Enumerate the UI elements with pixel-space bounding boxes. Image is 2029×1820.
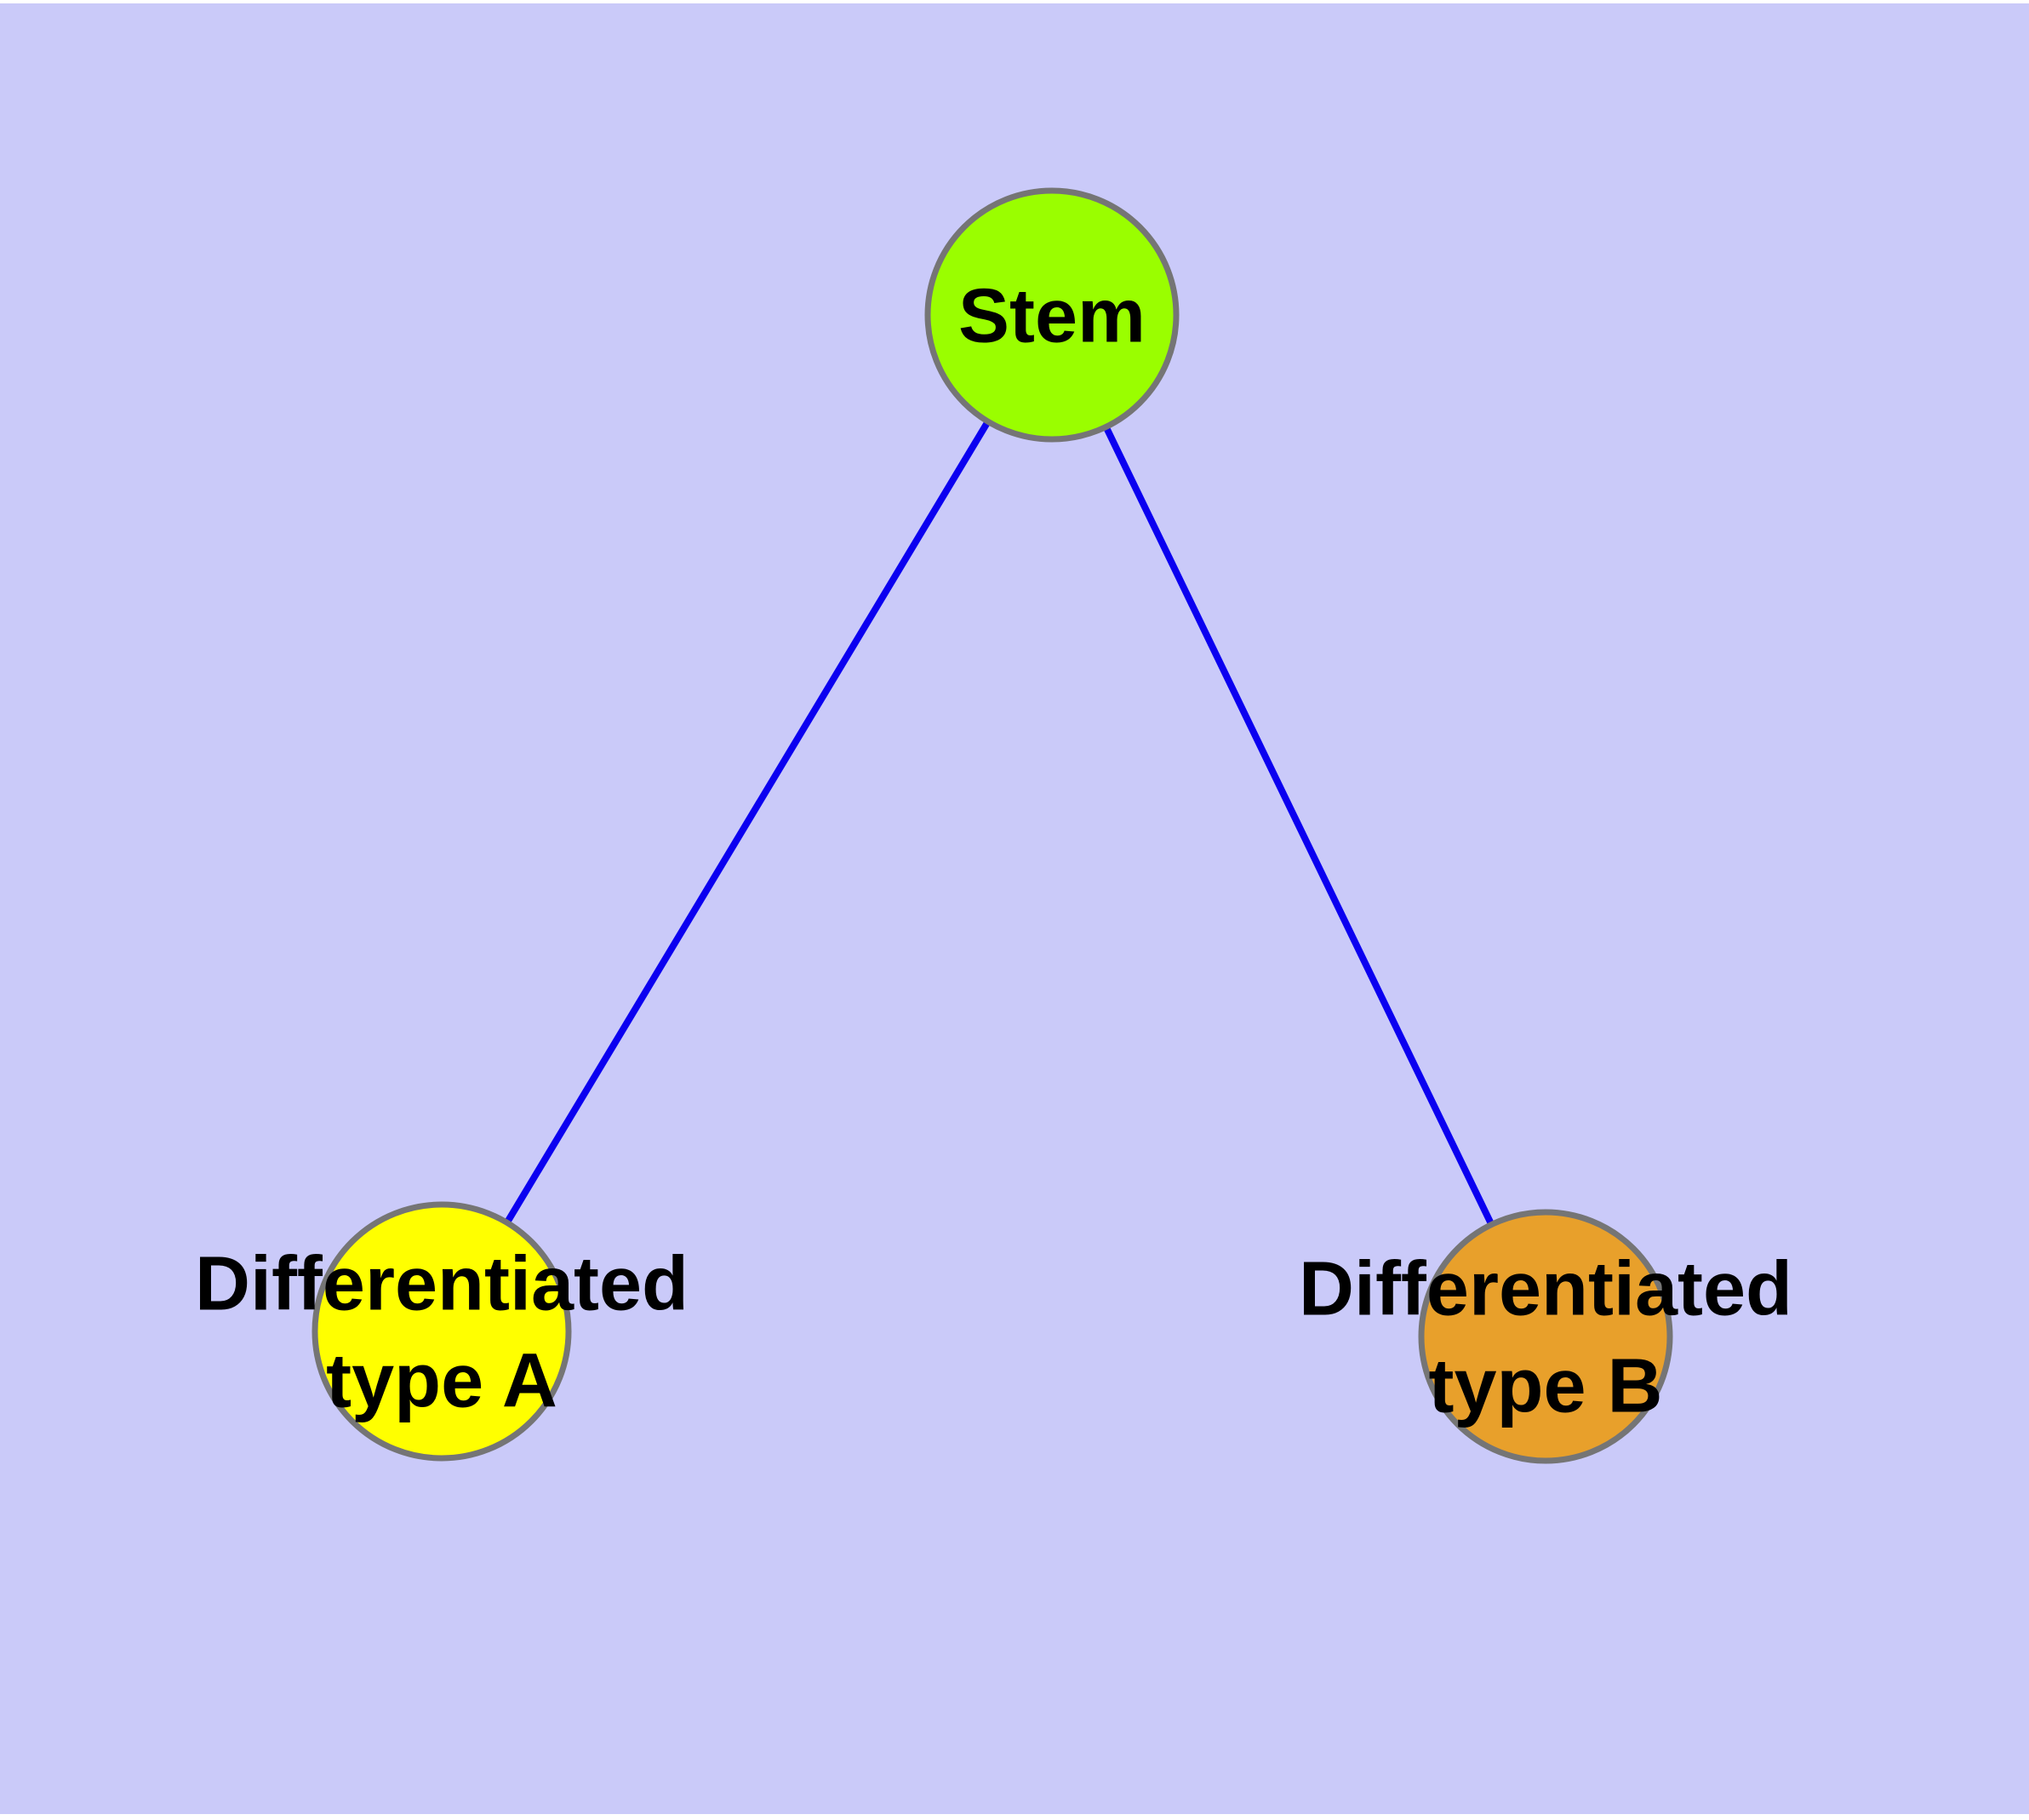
node-label-type-a-line1: Differentiated (195, 1242, 689, 1327)
edge-stem-type-b (1049, 313, 1549, 1338)
node-label-type-b-line2: type B (1428, 1344, 1662, 1429)
node-type-a (311, 1201, 572, 1462)
node-stem (924, 187, 1180, 443)
edge-stem-type-a (438, 312, 1055, 1334)
node-label-stem-line1: Stem (958, 274, 1146, 359)
node-label-type-a-line2: type A (326, 1339, 557, 1424)
node-label-type-b-line1: Differentiated (1299, 1247, 1792, 1332)
node-type-b (1418, 1209, 1673, 1464)
